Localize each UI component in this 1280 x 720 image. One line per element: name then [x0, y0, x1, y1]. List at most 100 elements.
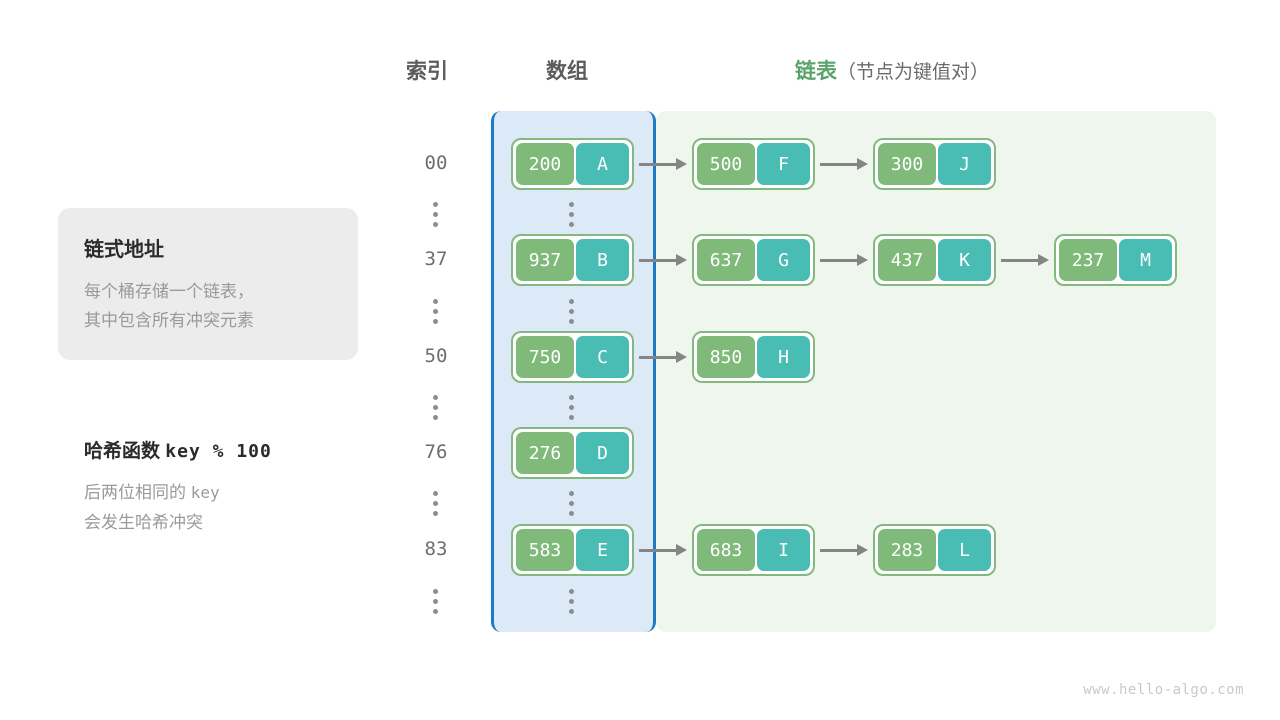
bucket-index-label: 76	[424, 441, 448, 463]
ellipsis-dot	[569, 589, 574, 594]
ellipsis-dot	[433, 501, 438, 506]
node-value: D	[576, 432, 629, 474]
vertical-ellipsis-index-4	[433, 589, 439, 614]
arrow-head-icon	[857, 544, 868, 556]
ellipsis-dot	[569, 212, 574, 217]
node-value: A	[576, 143, 629, 185]
bucket-index-label: 83	[424, 538, 448, 560]
bucket-index-label: 00	[424, 152, 448, 174]
node-value: G	[757, 239, 810, 281]
node-key: 300	[878, 143, 936, 185]
arrow-shaft	[820, 258, 857, 262]
column-header-index-label: 索引	[406, 60, 448, 83]
arrow-head-icon	[676, 544, 687, 556]
node-value: C	[576, 336, 629, 378]
ellipsis-dot	[569, 395, 574, 400]
ellipsis-dot	[433, 609, 438, 614]
hash-note-text-a: 后两位相同的	[84, 483, 186, 502]
chain-arrow-50-0	[639, 351, 687, 363]
hash-function-expression: key % 100	[165, 441, 272, 462]
chain-arrow-00-1	[820, 158, 868, 170]
ellipsis-dot	[569, 405, 574, 410]
ellipsis-dot	[569, 491, 574, 496]
node-value: F	[757, 143, 810, 185]
ellipsis-dot	[433, 491, 438, 496]
node-value: I	[757, 529, 810, 571]
arrow-head-icon	[1038, 254, 1049, 266]
node-key: 937	[516, 239, 574, 281]
ellipsis-dot	[569, 599, 574, 604]
bucket-index-label: 37	[424, 248, 448, 270]
ellipsis-dot	[569, 501, 574, 506]
node-key: 750	[516, 336, 574, 378]
ellipsis-dot	[433, 589, 438, 594]
ellipsis-dot	[569, 609, 574, 614]
hash-function-description: 后两位相同的 key 会发生哈希冲突	[84, 478, 364, 538]
node-key: 683	[697, 529, 755, 571]
info-card-description-line-2: 其中包含所有冲突元素	[84, 311, 254, 330]
ellipsis-dot	[433, 599, 438, 604]
node-value: J	[938, 143, 991, 185]
arrow-shaft	[1001, 258, 1038, 262]
ellipsis-dot	[433, 222, 438, 227]
chain-arrow-83-0	[639, 544, 687, 556]
arrow-head-icon	[676, 254, 687, 266]
vertical-ellipsis-array-0	[569, 202, 575, 227]
arrow-shaft	[639, 258, 676, 262]
vertical-ellipsis-index-2	[433, 395, 439, 420]
vertical-ellipsis-array-2	[569, 395, 575, 420]
chain-arrow-37-1	[820, 254, 868, 266]
node-key: 637	[697, 239, 755, 281]
ellipsis-dot	[433, 309, 438, 314]
node-key: 583	[516, 529, 574, 571]
node-key: 500	[697, 143, 755, 185]
vertical-ellipsis-index-3	[433, 491, 439, 516]
ellipsis-dot	[433, 405, 438, 410]
ellipsis-dot	[569, 415, 574, 420]
vertical-ellipsis-array-4	[569, 589, 575, 614]
hash-function-description-line-2: 会发生哈希冲突	[84, 513, 203, 532]
arrow-shaft	[639, 355, 676, 359]
vertical-ellipsis-index-0	[433, 202, 439, 227]
ellipsis-dot	[569, 202, 574, 207]
node-key: 437	[878, 239, 936, 281]
ellipsis-dot	[569, 511, 574, 516]
node-key: 200	[516, 143, 574, 185]
node-key: 237	[1059, 239, 1117, 281]
vertical-ellipsis-array-1	[569, 299, 575, 324]
column-header-index: 索引	[406, 55, 448, 85]
node-key: 276	[516, 432, 574, 474]
node-value: L	[938, 529, 991, 571]
chain-arrow-37-0	[639, 254, 687, 266]
column-header-linkedlist-label: 链表	[795, 60, 837, 83]
watermark: www.hello-algo.com	[1083, 682, 1244, 698]
chain-arrow-83-1	[820, 544, 868, 556]
arrow-head-icon	[676, 158, 687, 170]
arrow-shaft	[820, 548, 857, 552]
ellipsis-dot	[433, 511, 438, 516]
node-value: K	[938, 239, 991, 281]
node-value: H	[757, 336, 810, 378]
arrow-shaft	[820, 162, 857, 166]
arrow-shaft	[639, 162, 676, 166]
column-header-array-label: 数组	[546, 60, 588, 83]
ellipsis-dot	[433, 299, 438, 304]
node-key: 850	[697, 336, 755, 378]
arrow-head-icon	[857, 254, 868, 266]
ellipsis-dot	[569, 299, 574, 304]
column-header-linkedlist-sublabel: （节点为键值对）	[837, 62, 990, 83]
chain-arrow-37-2	[1001, 254, 1049, 266]
ellipsis-dot	[433, 395, 438, 400]
node-key: 283	[878, 529, 936, 571]
bucket-index-label: 50	[424, 345, 448, 367]
ellipsis-dot	[433, 319, 438, 324]
ellipsis-dot	[569, 309, 574, 314]
